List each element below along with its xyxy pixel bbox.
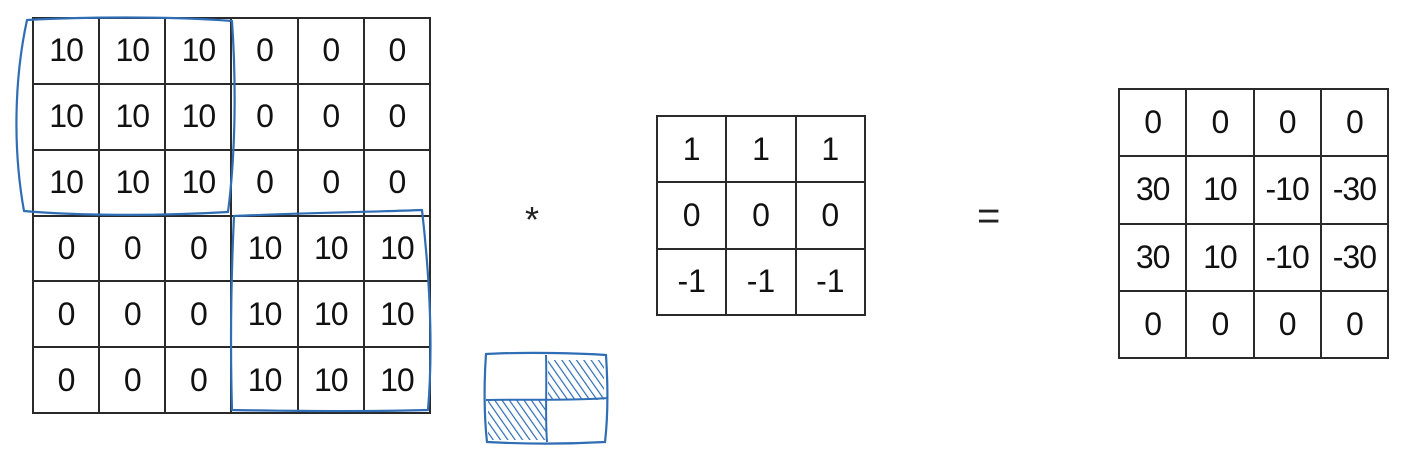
filter-cell: 0 bbox=[795, 182, 865, 249]
output-cell: 0 bbox=[1186, 89, 1254, 157]
input-cell: 10 bbox=[297, 281, 364, 348]
input-cell: 10 bbox=[363, 281, 430, 348]
output-cell: 10 bbox=[1186, 223, 1254, 291]
input-cell: 10 bbox=[99, 149, 166, 216]
output-cell: 0 bbox=[1119, 89, 1187, 157]
sketch-hatched-bottom-left bbox=[488, 400, 546, 440]
input-cell: 10 bbox=[297, 347, 364, 413]
input-cell: 10 bbox=[99, 83, 166, 150]
input-cell: 0 bbox=[363, 83, 430, 150]
input-cell: 10 bbox=[165, 83, 232, 150]
input-cell: 10 bbox=[231, 347, 298, 413]
output-cell: 0 bbox=[1119, 290, 1187, 358]
output-cell: 30 bbox=[1119, 156, 1187, 224]
edge-pattern-sketch bbox=[483, 351, 609, 445]
output-cell: 0 bbox=[1320, 290, 1388, 358]
filter-cell: -1 bbox=[657, 248, 727, 315]
output-cell: 0 bbox=[1253, 290, 1321, 358]
output-cell: -30 bbox=[1320, 156, 1388, 224]
input-cell: 10 bbox=[33, 18, 100, 84]
filter-cell: 1 bbox=[657, 116, 727, 183]
output-cell: -30 bbox=[1320, 223, 1388, 291]
input-cell: 0 bbox=[99, 347, 166, 413]
filter-cell: 1 bbox=[726, 116, 796, 183]
output-cell: 0 bbox=[1253, 89, 1321, 157]
input-cell: 0 bbox=[363, 149, 430, 216]
input-cell: 0 bbox=[297, 83, 364, 150]
input-cell: 10 bbox=[33, 83, 100, 150]
input-cell: 10 bbox=[165, 18, 232, 84]
input-cell: 0 bbox=[165, 347, 232, 413]
input-cell: 0 bbox=[231, 18, 298, 84]
filter-cell: -1 bbox=[726, 248, 796, 315]
filter-cell: -1 bbox=[795, 248, 865, 315]
equals-sign: = bbox=[977, 194, 1001, 238]
sketch-outline bbox=[483, 351, 609, 445]
input-cell: 0 bbox=[33, 281, 100, 348]
output-cell: 0 bbox=[1320, 89, 1388, 157]
input-cell: 10 bbox=[363, 215, 430, 282]
input-cell: 0 bbox=[33, 215, 100, 282]
filter-cell: 0 bbox=[726, 182, 796, 249]
input-cell: 0 bbox=[99, 215, 166, 282]
output-cell: -10 bbox=[1253, 223, 1321, 291]
output-cell: 10 bbox=[1186, 156, 1254, 224]
input-cell: 10 bbox=[231, 281, 298, 348]
input-cell: 0 bbox=[165, 215, 232, 282]
input-cell: 0 bbox=[363, 18, 430, 84]
input-cell: 10 bbox=[363, 347, 430, 413]
input-cell: 0 bbox=[99, 281, 166, 348]
sketch-vertical-divider bbox=[545, 354, 548, 443]
output-cell: 30 bbox=[1119, 223, 1187, 291]
filter-cell: 0 bbox=[657, 182, 727, 249]
input-cell: 0 bbox=[165, 281, 232, 348]
input-cell: 0 bbox=[231, 149, 298, 216]
input-cell: 10 bbox=[99, 18, 166, 84]
input-cell: 0 bbox=[297, 149, 364, 216]
convolution-operator: * bbox=[525, 199, 540, 240]
sketch-horizontal-divider bbox=[485, 397, 609, 401]
output-cell: 0 bbox=[1186, 290, 1254, 358]
input-cell: 10 bbox=[33, 149, 100, 216]
input-cell: 0 bbox=[33, 347, 100, 413]
filter-cell: 1 bbox=[795, 116, 865, 183]
input-cell: 10 bbox=[231, 215, 298, 282]
input-cell: 0 bbox=[231, 83, 298, 150]
input-cell: 0 bbox=[297, 18, 364, 84]
input-cell: 10 bbox=[297, 215, 364, 282]
output-cell: -10 bbox=[1253, 156, 1321, 224]
sketch-hatched-top-right bbox=[548, 360, 604, 400]
input-cell: 10 bbox=[165, 149, 232, 216]
